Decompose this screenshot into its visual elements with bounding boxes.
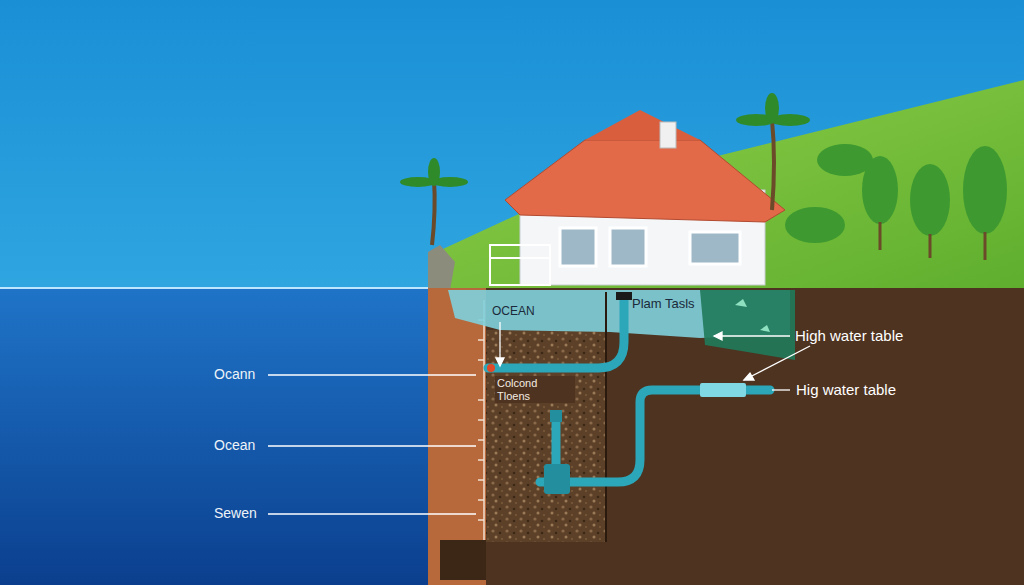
callout-label: Hig water table	[796, 381, 896, 398]
water-table-zone	[700, 290, 795, 360]
pipe-fitting	[550, 410, 562, 422]
trees	[400, 93, 1007, 260]
waterline	[0, 287, 428, 289]
pipe-sensor	[700, 383, 746, 397]
gravel-fill	[486, 330, 606, 542]
soil-step	[440, 540, 486, 580]
part-label: Ocean	[214, 437, 255, 453]
rock-edge	[428, 245, 455, 290]
pipe-junction	[544, 464, 570, 494]
arrowheads	[496, 332, 810, 380]
cliff-face	[428, 288, 486, 585]
grass-land	[430, 80, 1024, 290]
ocean-surface	[0, 0, 1024, 290]
pipe-cap	[616, 292, 632, 300]
part-label: Sewen	[214, 505, 257, 521]
soil	[428, 288, 1024, 585]
pipes	[488, 298, 770, 482]
part-label: Ocann	[214, 366, 255, 382]
ocean-section	[0, 288, 428, 585]
zone-label: Plam Tasls	[632, 297, 695, 312]
callout-label: High water table	[795, 327, 903, 344]
part-label: Colcond Tloens	[495, 376, 575, 403]
depth-ticks	[478, 300, 484, 540]
house	[490, 110, 785, 285]
zone-marks	[735, 299, 770, 332]
leader-lines	[268, 322, 790, 514]
outlet-dot	[487, 364, 495, 372]
zone-label: OCEAN	[492, 305, 535, 319]
divider-line	[605, 292, 607, 542]
